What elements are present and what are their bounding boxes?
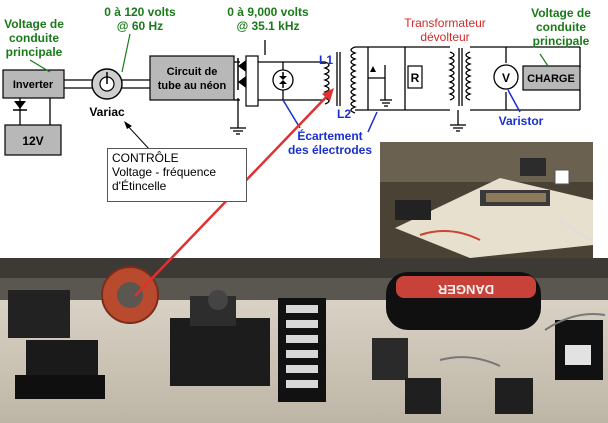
volts-9000-line2: @ 35.1 kHz xyxy=(236,19,299,33)
voltage-main-left-line1: Voltage de xyxy=(4,17,64,31)
control-line2: Voltage - fréquence xyxy=(112,165,217,179)
volts-120-line2: @ 60 Hz xyxy=(117,19,163,33)
control-line3: d'Étincelle xyxy=(112,179,167,193)
variac-label: Variac xyxy=(89,105,125,119)
rectifier-diodes-icon xyxy=(237,55,259,107)
l2-label: L2 xyxy=(337,107,351,121)
resistor-box xyxy=(407,65,423,89)
charge-box xyxy=(522,65,581,91)
gap-line2: des électrodes xyxy=(288,143,372,157)
voltmeter-label: V xyxy=(502,71,510,85)
resistor-label: R xyxy=(411,71,420,85)
voltage-main-left-line3: principale xyxy=(6,45,63,59)
battery-label: 12V xyxy=(22,134,43,148)
neon-circuit-line1: Circuit de xyxy=(167,66,218,78)
volts-9000-line1: 0 à 9,000 volts xyxy=(227,5,309,19)
voltage-main-right-line3: principale xyxy=(533,34,590,48)
volts-120-line1: 0 à 120 volts xyxy=(104,5,176,19)
bottom-photo xyxy=(0,258,608,423)
coil-l1-l2-icon xyxy=(323,46,357,114)
voltmeter-icon xyxy=(493,64,519,90)
battery-box xyxy=(4,124,62,156)
danger-label: DANGER xyxy=(437,282,494,297)
charge-label: CHARGE xyxy=(527,73,575,85)
diode-symbol-icon xyxy=(14,101,26,109)
control-title: CONTRÔLE xyxy=(112,151,179,165)
transformer-line1: Transformateur xyxy=(404,16,486,30)
inverter-label: Inverter xyxy=(13,79,54,91)
voltage-main-right-line1: Voltage de xyxy=(531,6,591,20)
control-callout: CONTRÔLE Voltage - fréquence d'Étincelle xyxy=(107,148,247,202)
transformer-line2: dévolteur xyxy=(420,30,469,44)
neon-circuit-box xyxy=(149,55,235,101)
step-down-transformer-icon xyxy=(448,48,472,106)
gap-line1: Écartement xyxy=(297,128,362,143)
l1-label: L1 xyxy=(319,53,333,67)
inverter-box xyxy=(2,69,65,99)
setup-photo-inset xyxy=(380,142,594,260)
varistor-label: Varistor xyxy=(499,114,544,128)
voltage-main-right-line2: conduite xyxy=(536,20,586,34)
neon-circuit-line2: tube au néon xyxy=(158,80,227,92)
voltage-main-left-line2: conduite xyxy=(9,31,59,45)
schematic-wires xyxy=(19,40,581,135)
